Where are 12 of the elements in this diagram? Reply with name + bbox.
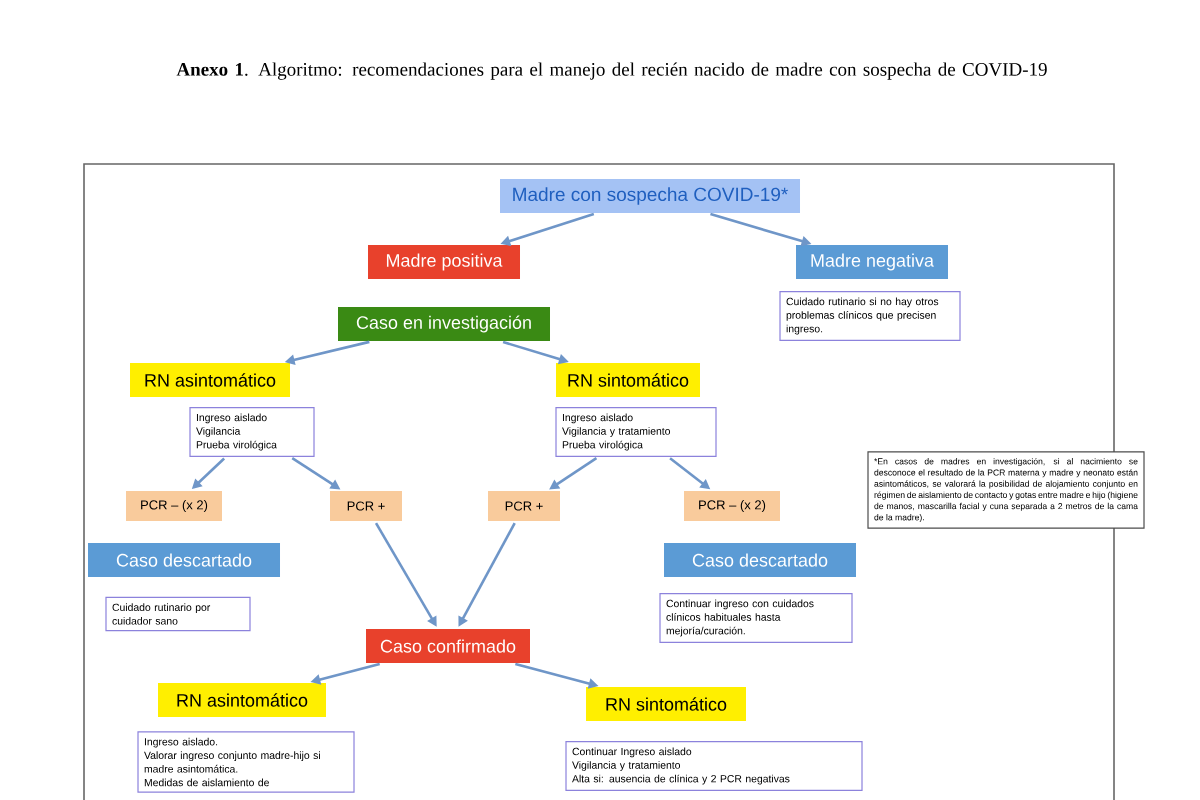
result-box: Caso confirmado bbox=[366, 629, 530, 663]
outcome-box: Caso descartado bbox=[664, 543, 856, 577]
status-box: Caso en investigación bbox=[338, 307, 550, 341]
category-box: RN sintomático bbox=[586, 687, 746, 721]
result-box: Madre positiva bbox=[368, 245, 520, 279]
outcome-box: Caso descartado bbox=[88, 543, 280, 577]
category-box: RN sintomático bbox=[556, 363, 700, 397]
category-box: RN asintomático bbox=[158, 683, 326, 717]
outcome-box: Madre negativa bbox=[796, 245, 948, 279]
title: Anexo 1. Algoritmo: recomendaciones para el manejo del recién nacido de madre con sospecha de COVID-19 bbox=[176, 62, 1047, 80]
start-box: Madre con sospecha COVID-19* bbox=[500, 179, 800, 213]
category-box: RN asintomático bbox=[130, 363, 290, 397]
